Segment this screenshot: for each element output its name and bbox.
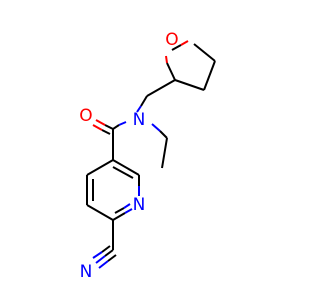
bond-ring (86, 204, 114, 221)
bond-c-o-ring (166, 62, 176, 81)
bond-triple (92, 251, 103, 259)
atom-label-n-pyridine: N (133, 195, 146, 215)
atom-label-n-amide: N (133, 110, 146, 130)
bond-c-c-ring (203, 60, 216, 91)
bond-triple (95, 255, 106, 264)
bond-triple (101, 245, 111, 253)
bond-o-c-ring (171, 44, 182, 51)
bond-c-o-double (104, 124, 114, 130)
bond-ring (123, 203, 131, 209)
atom-label-n-nitrile: N (80, 262, 93, 282)
bond-c-o-double (95, 119, 106, 126)
bond-c-o-double (92, 124, 103, 131)
bond-c-o-ring (165, 55, 168, 64)
bond-ring (112, 159, 140, 176)
bond-ch2-n (136, 105, 142, 113)
bond-n-carbonyl-c (118, 121, 127, 126)
bond-c-ch2 (146, 79, 176, 97)
bond-ethyl-c-c (161, 137, 168, 169)
bond-n-ethyl (151, 123, 161, 132)
tetrahydrofuran-ring (165, 40, 216, 91)
bond-ring (86, 159, 114, 176)
bond-triple (98, 260, 109, 269)
pyridine-ring (86, 159, 140, 221)
bond-n-ethyl (159, 130, 168, 139)
bond-c-c-ring (193, 43, 216, 62)
bond-ring (124, 208, 133, 214)
bond-triple (107, 254, 117, 262)
bond-ring (112, 212, 126, 221)
bond-c-o-double (101, 129, 111, 135)
bond-ring (112, 166, 134, 179)
bond-triple (104, 249, 114, 257)
bond-o-c-ring (180, 40, 189, 46)
molecule-structure: O O N N N (79, 30, 216, 282)
bond-ch2-n (140, 95, 148, 107)
bond-n-carbonyl-c (112, 124, 120, 130)
atom-label-o-ring: O (165, 30, 178, 50)
atom-label-o-carbonyl: O (79, 106, 92, 126)
bond-c-c-ring (174, 79, 205, 91)
bond-ring (114, 207, 125, 214)
